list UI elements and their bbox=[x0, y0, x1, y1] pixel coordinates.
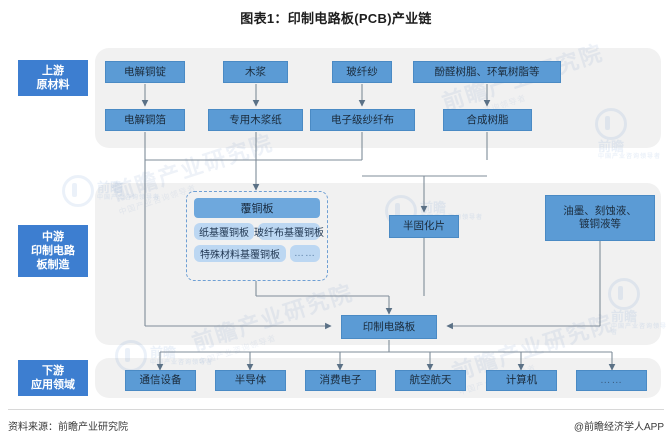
stage-label-downstream: 下游 应用领域 bbox=[18, 360, 88, 396]
node-chemicals-line1: 油墨、刻蚀液、 bbox=[563, 205, 637, 217]
stage-label-line: 中游 bbox=[42, 231, 64, 243]
node-chemicals[interactable]: 油墨、刻蚀液、 镀铜液等 bbox=[545, 195, 655, 241]
node-resins[interactable]: 酚醛树脂、环氧树脂等 bbox=[413, 61, 561, 83]
source-text: 资料来源：前瞻产业研究院 bbox=[8, 422, 128, 433]
stage-label-line: 下游 bbox=[42, 365, 64, 377]
footer-divider bbox=[8, 409, 664, 410]
node-pcb[interactable]: 印制电路板 bbox=[341, 315, 437, 339]
stage-label-midstream: 中游 印制电路 板制造 bbox=[18, 225, 88, 277]
node-copper-foil[interactable]: 电解铜箔 bbox=[105, 109, 185, 131]
group-head-copper-clad-laminate[interactable]: 覆铜板 bbox=[194, 198, 320, 218]
ccl-group bbox=[186, 191, 328, 281]
node-computer[interactable]: 计算机 bbox=[486, 370, 557, 391]
page-title: 图表1：印制电路板(PCB)产业链 bbox=[240, 11, 432, 26]
chip-glass-cloth-base-ccl[interactable]: 玻纤布基覆铜板 bbox=[254, 223, 324, 240]
node-wood-pulp[interactable]: 木浆 bbox=[223, 61, 288, 83]
node-copper-ingot[interactable]: 电解铜锭 bbox=[105, 61, 185, 83]
node-telecom-equipment[interactable]: 通信设备 bbox=[125, 370, 196, 391]
stage-label-line: 板制造 bbox=[36, 259, 70, 271]
chip-paper-base-ccl[interactable]: 纸基覆铜板 bbox=[194, 223, 254, 240]
stage-label-line: 原材料 bbox=[36, 79, 70, 91]
node-semiconductor[interactable]: 半导体 bbox=[215, 370, 286, 391]
node-pulp-paper[interactable]: 专用木浆纸 bbox=[208, 109, 303, 131]
node-glass-yarn[interactable]: 玻纤纱 bbox=[332, 61, 392, 83]
node-chemicals-line2: 镀铜液等 bbox=[579, 218, 621, 230]
node-more-applications[interactable]: …… bbox=[576, 370, 647, 391]
stage-label-line: 印制电路 bbox=[31, 245, 75, 257]
node-aerospace[interactable]: 航空航天 bbox=[395, 370, 466, 391]
node-consumer-electronics[interactable]: 消费电子 bbox=[305, 370, 376, 391]
chip-special-material-base-ccl[interactable]: 特殊材料基覆铜板 bbox=[194, 245, 286, 262]
stage-label-upstream: 上游 原材料 bbox=[18, 60, 88, 96]
app-credit: @前瞻经济学人APP bbox=[573, 422, 664, 433]
chip-more-ccl[interactable]: …… bbox=[290, 245, 320, 262]
stage-label-line: 上游 bbox=[42, 65, 64, 77]
stage-label-line: 应用领域 bbox=[31, 379, 75, 391]
node-synth-resin[interactable]: 合成树脂 bbox=[443, 109, 532, 131]
brand-ring-icon bbox=[62, 175, 94, 207]
node-prepreg[interactable]: 半固化片 bbox=[389, 215, 459, 238]
node-glass-cloth[interactable]: 电子级纱纤布 bbox=[310, 109, 415, 131]
